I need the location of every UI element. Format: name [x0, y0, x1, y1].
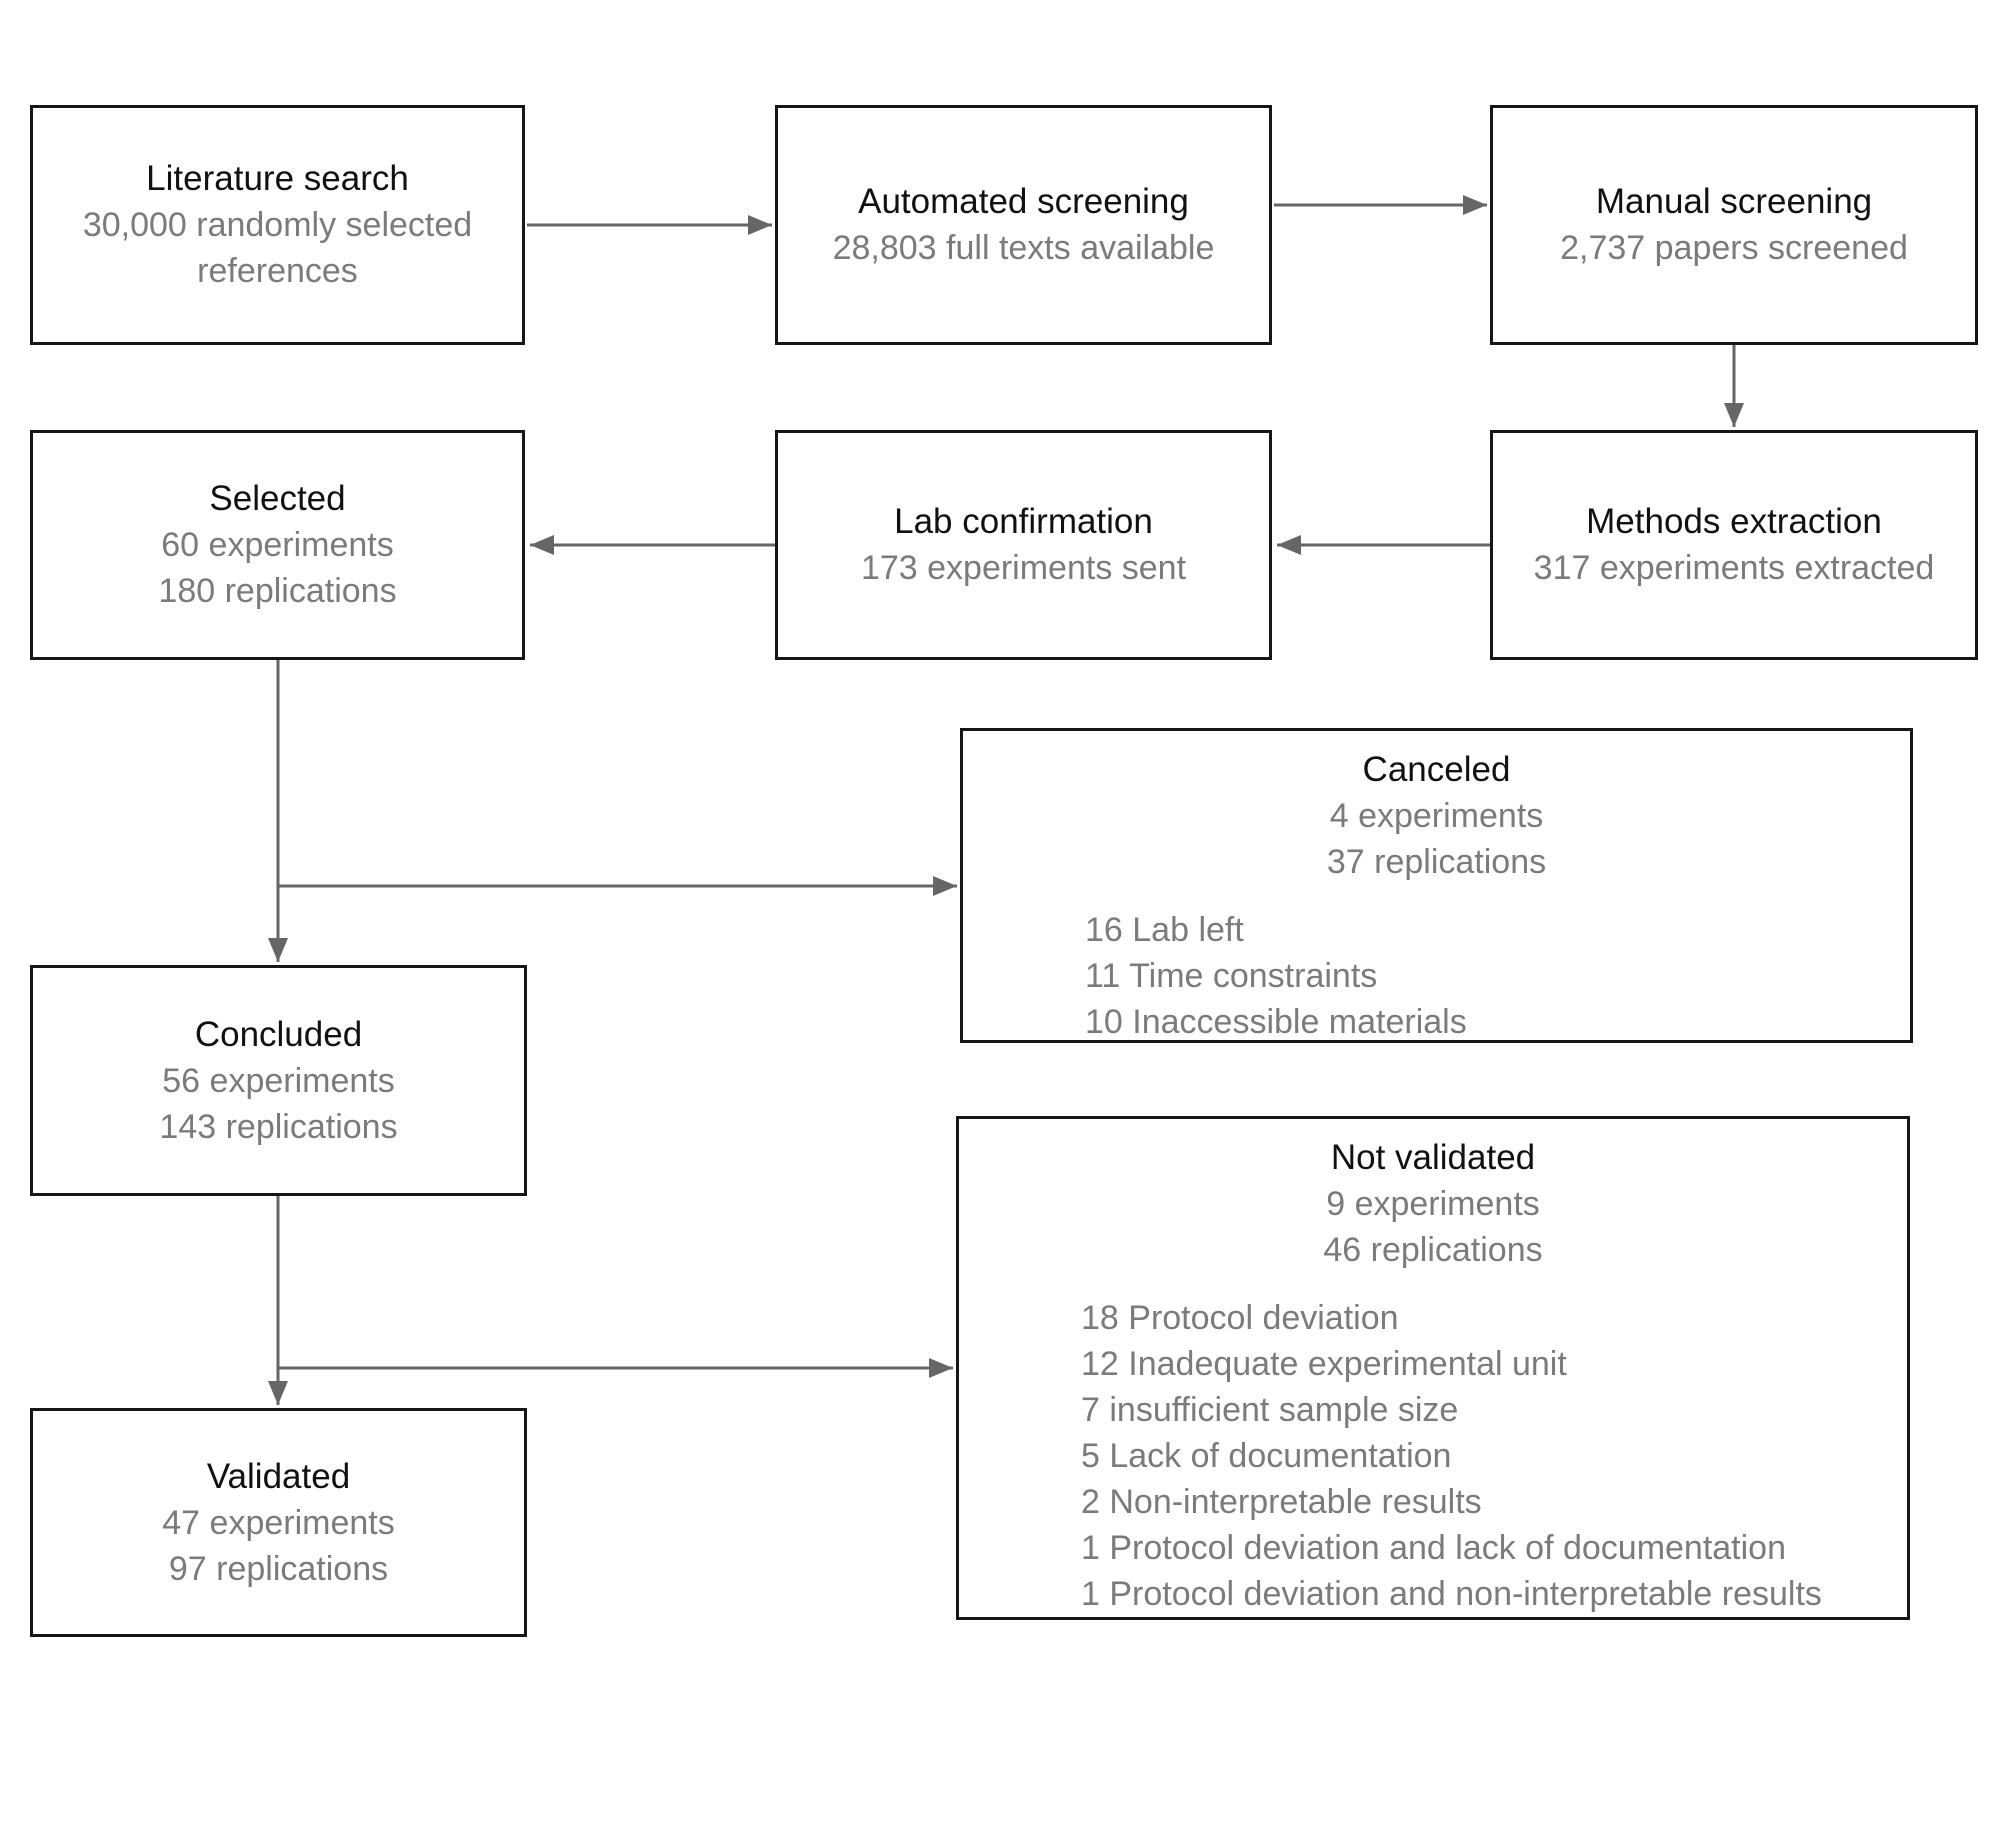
box-title: Not validated [1330, 1138, 1536, 1177]
box-stat-line: 4 experiments [1329, 797, 1544, 835]
box-title: Manual screening [1595, 182, 1873, 221]
box-title: Validated [206, 1456, 351, 1496]
box-subtitle-line: 60 experiments [161, 526, 394, 564]
box-subtitle-line: 97 replications [168, 1549, 389, 1588]
reason-line: 1 Protocol deviation and non-interpretab… [1081, 1575, 1822, 1613]
reason-line: 12 Inadequate experimental unit [1081, 1345, 1567, 1383]
box-stat-line: 9 experiments [1326, 1185, 1540, 1223]
box-subtitle-line: references [197, 252, 358, 290]
box-lab-confirmation: Lab confirmation 173 experiments sent [775, 430, 1272, 660]
box-subtitle-line: 28,803 full texts available [832, 229, 1215, 267]
box-selected: Selected 60 experiments 180 replications [30, 430, 525, 660]
box-not-validated: Not validated 9 experiments 46 replicati… [956, 1116, 1910, 1620]
box-subtitle-line: 30,000 randomly selected [82, 206, 473, 244]
reason-line: 11 Time constraints [1085, 957, 1378, 995]
reason-line: 16 Lab left [1085, 911, 1244, 949]
box-title: Literature search [146, 159, 409, 198]
box-title: Methods extraction [1586, 502, 1882, 541]
box-validated: Validated 47 experiments 97 replications [30, 1408, 527, 1637]
reason-line: 18 Protocol deviation [1081, 1299, 1399, 1337]
box-title: Concluded [194, 1014, 363, 1054]
box-stat-line: 37 replications [1326, 843, 1547, 881]
box-automated-screening: Automated screening 28,803 full texts av… [775, 105, 1272, 345]
box-subtitle-line: 56 experiments [162, 1061, 395, 1100]
box-concluded: Concluded 56 experiments 143 replication… [30, 965, 527, 1196]
box-title: Canceled [1362, 750, 1511, 789]
reason-line: 10 Inaccessible materials [1085, 1003, 1467, 1041]
reason-line: 2 Non-interpretable results [1081, 1483, 1482, 1521]
box-subtitle-line: 317 experiments extracted [1533, 549, 1935, 587]
spacer [959, 1273, 1907, 1295]
box-canceled: Canceled 4 experiments 37 replications 1… [960, 728, 1913, 1043]
reason-line: 7 insufficient sample size [1081, 1391, 1459, 1429]
reason-line: 1 Protocol deviation and lack of documen… [1081, 1529, 1787, 1567]
box-subtitle-line: 143 replications [159, 1107, 398, 1146]
box-title: Selected [209, 479, 346, 518]
spacer [963, 885, 1910, 907]
box-subtitle-line: 2,737 papers screened [1560, 229, 1908, 267]
box-subtitle-line: 173 experiments sent [860, 549, 1187, 587]
box-methods-extraction: Methods extraction 317 experiments extra… [1490, 430, 1978, 660]
box-literature-search: Literature search 30,000 randomly select… [30, 105, 525, 345]
box-title: Lab confirmation [894, 502, 1153, 541]
box-stat-line: 46 replications [1323, 1231, 1543, 1269]
box-title: Automated screening [858, 182, 1189, 221]
reason-line: 5 Lack of documentation [1081, 1437, 1452, 1475]
box-subtitle-line: 180 replications [158, 572, 397, 610]
box-manual-screening: Manual screening 2,737 papers screened [1490, 105, 1978, 345]
box-subtitle-line: 47 experiments [162, 1503, 395, 1542]
